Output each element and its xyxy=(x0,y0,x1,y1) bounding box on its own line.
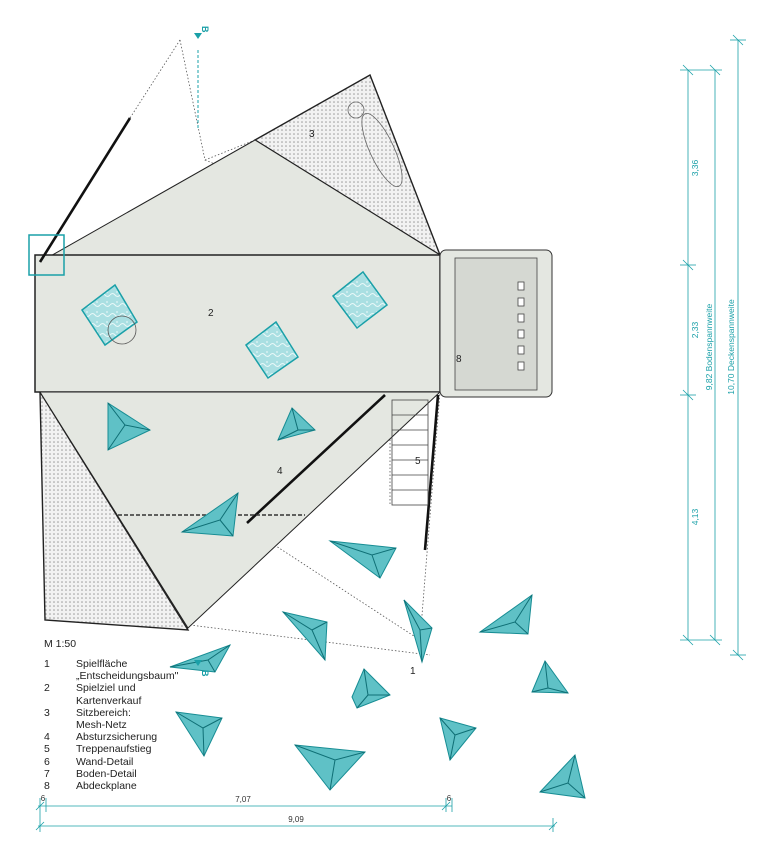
legend-number: 4 xyxy=(44,731,50,744)
legend-text: Sitzbereich: Mesh-Netz xyxy=(76,706,131,732)
legend-item: 5 Treppenaufstieg xyxy=(44,743,244,755)
section-marker-bottom: B xyxy=(194,660,210,677)
dim-bottom-total: 9,09 xyxy=(288,815,304,824)
legend-number: 2 xyxy=(44,682,50,695)
legend-text: Boden-Detail xyxy=(76,767,137,780)
lower-plate xyxy=(39,391,442,629)
legend-item: 6 Wand-Detail xyxy=(44,756,244,768)
play-card-group xyxy=(80,101,403,380)
legend-item: 3 Sitzbereich: Mesh-Netz xyxy=(44,707,244,731)
section-marker-top: B xyxy=(194,26,210,130)
dimension-chain-right xyxy=(680,34,746,661)
legend-number: 3 xyxy=(44,706,50,719)
dimension-chain-bottom xyxy=(35,798,558,832)
legend-number: 8 xyxy=(44,780,50,793)
dim-ceiling-span: 10,70 Deckenspannweite xyxy=(726,299,736,395)
dim-right-1: 3,36 xyxy=(690,159,700,176)
label-area-8: 8 xyxy=(456,354,462,365)
legend-number: 7 xyxy=(44,767,50,780)
label-area-2: 2 xyxy=(208,308,214,319)
legend-text: Spielziel und Kartenverkauf xyxy=(76,682,142,707)
detail-marker-box xyxy=(28,234,65,276)
legend-text: Wand-Detail xyxy=(76,755,134,768)
label-area-5: 5 xyxy=(415,456,421,467)
dim-bottom-inner: 7,07 xyxy=(235,795,251,804)
section-label-bottom: B xyxy=(200,670,210,677)
section-label-top: B xyxy=(200,26,210,33)
dim-right-2: 2,33 xyxy=(690,321,700,338)
legend-item: 2 Spielziel und Kartenverkauf xyxy=(44,682,244,706)
scale-label: M 1:50 xyxy=(44,638,77,650)
cover-tarp-vehicle xyxy=(439,249,553,398)
legend-item: 7 Boden-Detail xyxy=(44,768,244,780)
play-pyramids xyxy=(107,402,586,799)
legend-text: Absturzsicherung xyxy=(76,731,158,744)
legend-item: 1 Spielfläche „Entscheidungsbaum" xyxy=(44,658,244,682)
legend-number: 1 xyxy=(44,658,50,670)
legend-text: Abdeckplane xyxy=(76,780,137,793)
dim-bottom-left-small: 6 xyxy=(41,794,46,803)
legend-number: 6 xyxy=(44,755,50,768)
fall-protection-rails xyxy=(38,117,440,551)
legend-list: 1 Spielfläche „Entscheidungsbaum" 2 Spielzi… xyxy=(44,658,244,792)
label-area-3: 3 xyxy=(309,129,315,140)
legend-number: 5 xyxy=(44,743,50,756)
legend-text: Treppenaufstieg xyxy=(76,743,152,756)
dim-floor-span: 9,82 Bodenspannweite xyxy=(704,303,714,390)
dim-bottom-right-small: 6 xyxy=(447,794,452,803)
label-area-4: 4 xyxy=(277,466,283,477)
legend-item: 8 Abdeckplane xyxy=(44,780,244,792)
legend-text: Spielfläche „Entscheidungsbaum" xyxy=(76,658,179,683)
legend-item: 4 Absturzsicherung xyxy=(44,731,244,743)
dim-right-3: 4,13 xyxy=(690,508,700,525)
label-area-1: 1 xyxy=(410,666,416,677)
stair-ascent xyxy=(391,399,429,506)
